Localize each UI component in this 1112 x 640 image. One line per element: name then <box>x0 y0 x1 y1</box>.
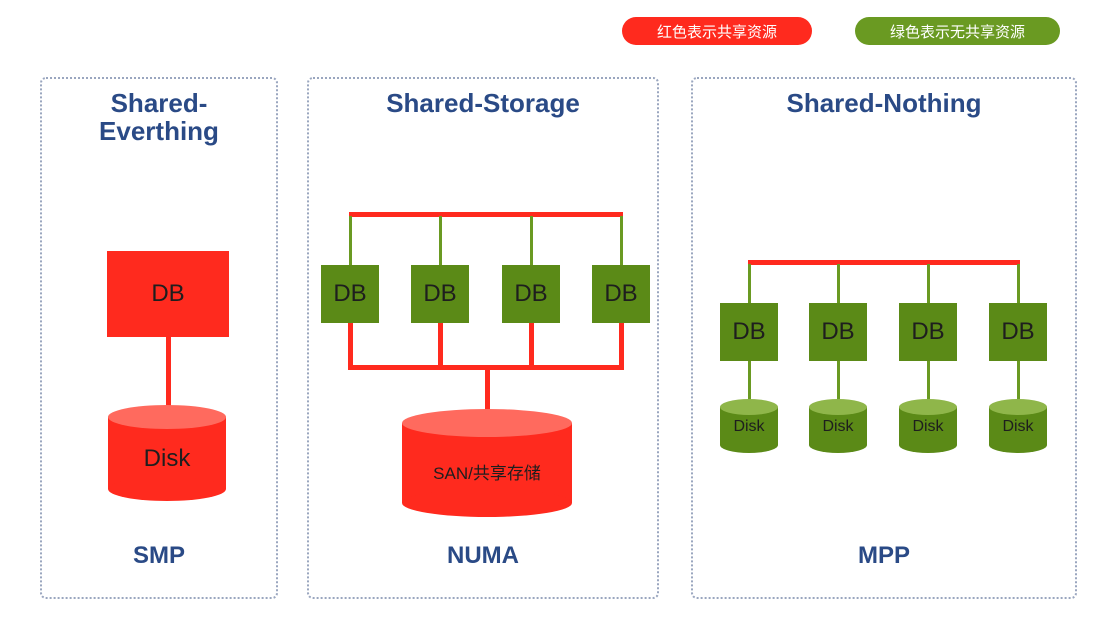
disk-cylinder: Disk <box>720 399 778 455</box>
shared-bus-bottom <box>348 365 624 370</box>
connector-line <box>748 361 751 401</box>
connector-line <box>529 323 534 369</box>
disk-label: Disk <box>143 445 191 472</box>
connector-line <box>1017 264 1020 306</box>
legend-unshared-resource: 绿色表示无共享资源 <box>855 17 1060 45</box>
connector-line <box>837 264 840 306</box>
connector-line <box>438 323 443 369</box>
disk-cylinder: Disk <box>989 399 1047 455</box>
storage-label: SAN/共享存储 <box>433 464 541 483</box>
panel-title: Shared-Storage <box>386 88 580 118</box>
connector-line <box>927 361 930 401</box>
shared-bus-top <box>748 260 1020 265</box>
panel-shared-nothing: Shared-Nothing DB DB DB DB Disk Disk Dis… <box>691 77 1077 599</box>
panel-title: Shared-Nothing <box>786 88 982 118</box>
connector-line <box>166 337 171 407</box>
connector-line <box>927 264 930 306</box>
db-node: DB <box>592 265 650 323</box>
disk-cylinder: Disk <box>809 399 867 455</box>
disk-label: Disk <box>733 418 765 435</box>
db-node: DB <box>502 265 560 323</box>
disk-label: Disk <box>1002 418 1034 435</box>
connector-line <box>620 216 623 266</box>
panel-footer: NUMA <box>447 542 519 569</box>
connector-line <box>348 323 353 369</box>
db-node: DB <box>899 303 957 361</box>
panel-shared-storage: Shared-Storage DB DB DB DB SAN/共享存储 NUMA <box>307 77 659 599</box>
connector-line <box>748 264 751 306</box>
disk-label: Disk <box>912 418 944 435</box>
db-node: DB <box>411 265 469 323</box>
db-node: DB <box>720 303 778 361</box>
panel-shared-everything: Shared- Everthing DB Disk SMP <box>40 77 278 599</box>
san-storage-cylinder: SAN/共享存储 <box>402 409 572 519</box>
panel-footer: MPP <box>857 542 910 569</box>
panel-title: Shared- Everthing <box>99 88 219 146</box>
disk-cylinder: Disk <box>108 405 226 503</box>
disk-cylinder: Disk <box>899 399 957 455</box>
db-node: DB <box>321 265 379 323</box>
connector-line <box>485 369 490 411</box>
db-node: DB <box>989 303 1047 361</box>
shared-bus-top <box>349 212 623 217</box>
connector-line <box>837 361 840 401</box>
legend-shared-resource: 红色表示共享资源 <box>622 17 812 45</box>
connector-line <box>619 323 624 369</box>
disk-label: Disk <box>822 418 854 435</box>
db-node: DB <box>809 303 867 361</box>
connector-line <box>1017 361 1020 401</box>
db-node: DB <box>107 251 229 337</box>
connector-line <box>439 216 442 266</box>
connector-line <box>349 216 352 266</box>
connector-line <box>530 216 533 266</box>
panel-footer: SMP <box>132 542 185 569</box>
